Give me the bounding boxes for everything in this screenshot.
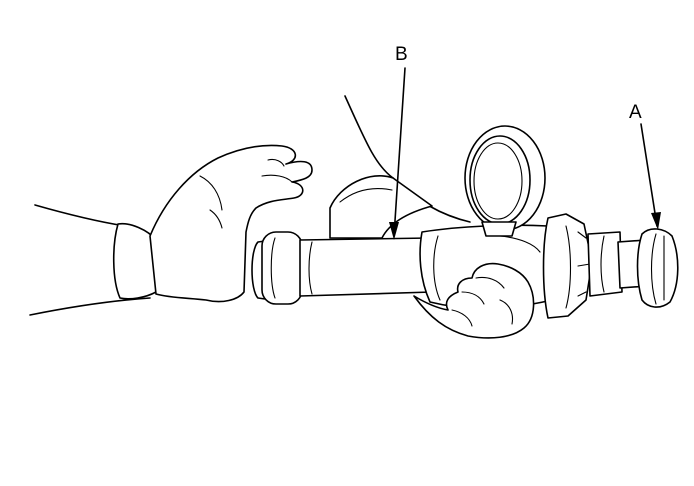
- right-hand: [413, 262, 535, 339]
- callout-a-arrow: [640, 123, 661, 230]
- callout-label-b: B: [395, 44, 408, 65]
- hose: [329, 95, 471, 239]
- callout-b-arrow: [389, 67, 406, 240]
- callout-label-a: A: [629, 102, 642, 123]
- left-hand: [29, 144, 313, 316]
